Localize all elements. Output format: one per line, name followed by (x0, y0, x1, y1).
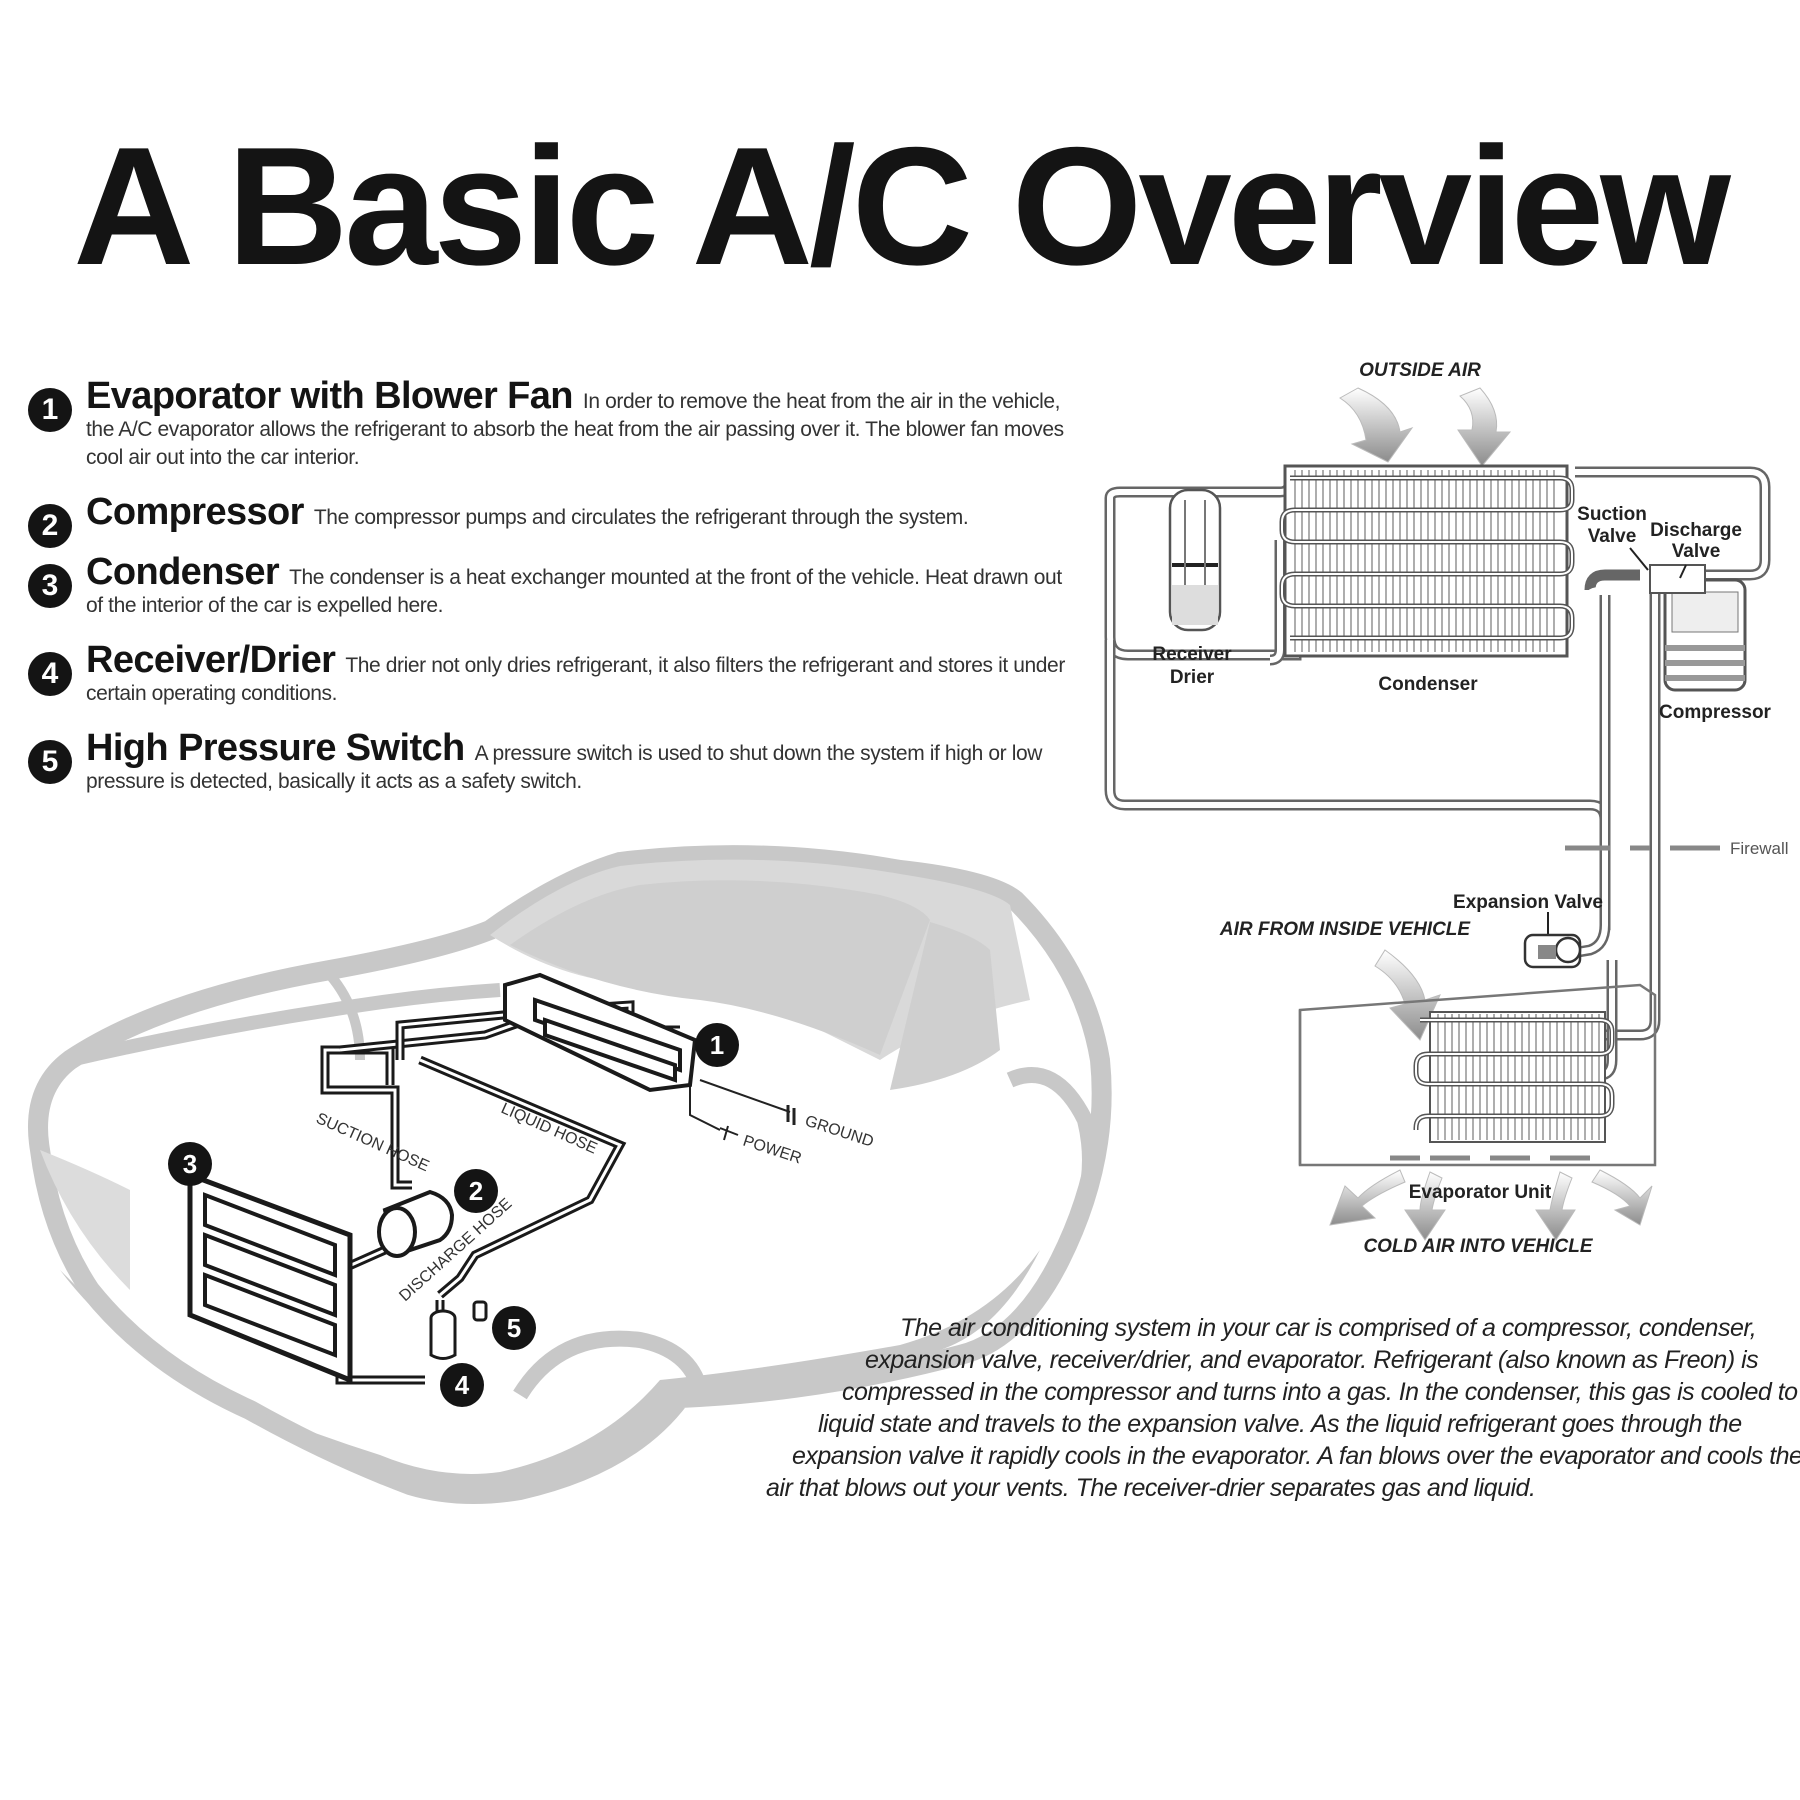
marker-number: 3 (183, 1149, 197, 1179)
paragraph-line: The air conditioning system in your car … (900, 1314, 1757, 1342)
outside-air-arrow (1457, 387, 1512, 467)
cold-air-label: COLD AIR INTO VEHICLE (1363, 1236, 1593, 1257)
paragraph-line: air that blows out your vents. The recei… (766, 1474, 1536, 1502)
item-heading: Evaporator with Blower Fan (86, 375, 574, 417)
marker-2: 2 (454, 1169, 498, 1213)
car-evaporator (503, 972, 698, 1093)
discharge-valve-label: Discharge (1650, 520, 1742, 541)
car-receiver-drier (429, 1309, 457, 1360)
cold-air-arrow (1404, 1171, 1446, 1241)
item-number-badge: 3 (28, 564, 72, 608)
cold-air-arrow (1591, 1169, 1653, 1226)
item-description: A pressure switch is used to shut down t… (86, 742, 1043, 793)
item-description: The condenser is a heat exchanger mounte… (86, 566, 1062, 617)
item-description: The drier not only dries refrigerant, it… (86, 654, 1065, 705)
suction-valve-leader (1629, 547, 1649, 571)
schematic-evaporator (1298, 983, 1657, 1167)
item-heading: Receiver/Drier (86, 639, 336, 681)
suction-valve-label: Suction (1577, 504, 1647, 525)
marker-5: 5 (492, 1306, 536, 1350)
receiver-drier-label: Receiver (1152, 644, 1232, 665)
schematic-condenser (1279, 464, 1575, 658)
receiver-drier-label: Drier (1170, 667, 1215, 688)
evaporator-unit-label: Evaporator Unit (1409, 1182, 1552, 1203)
suction-valve-label: Valve (1588, 526, 1637, 547)
item-number-badge: 5 (28, 740, 72, 784)
expansion-valve-label: Expansion Valve (1453, 892, 1603, 913)
marker-1: 1 (695, 1023, 739, 1067)
schematic-expansion-valve (1523, 933, 1582, 969)
item-heading: Condenser (86, 551, 280, 593)
paragraph-line: liquid state and travels to the expansio… (818, 1410, 1742, 1438)
paragraph-line: compressed in the compressor and turns i… (842, 1378, 1800, 1406)
marker-number: 1 (710, 1030, 724, 1060)
list-item: 2 Compressor The compressor pumps and cir… (28, 493, 1083, 548)
item-description: In order to remove the heat from the air… (86, 390, 1064, 469)
cold-air-arrow (1535, 1171, 1576, 1241)
item-text: Compressor The compressor pumps and circu… (86, 493, 1083, 532)
marker-number: 2 (469, 1176, 483, 1206)
paragraph-line: expansion valve it rapidly cools in the … (792, 1442, 1800, 1470)
discharge-valve-leader (1679, 564, 1687, 579)
item-heading: Compressor (86, 491, 304, 533)
marker-number: 4 (455, 1370, 470, 1400)
cold-air-arrow (1329, 1169, 1406, 1226)
condenser-label: Condenser (1378, 674, 1478, 695)
marker-3: 3 (168, 1142, 212, 1186)
item-number-badge: 4 (28, 652, 72, 696)
page-title: A Basic A/C Overview (73, 112, 1731, 300)
item-description: The compressor pumps and circulates the … (313, 506, 969, 529)
marker-4: 4 (440, 1363, 484, 1407)
explanation-paragraph: The air conditioning system in your car … (750, 1312, 1800, 1504)
air-from-inside-label: AIR FROM INSIDE VEHICLE (1219, 919, 1472, 940)
car-pressure-switch (472, 1300, 488, 1322)
paragraph-line: expansion valve, receiver/drier, and eva… (865, 1346, 1759, 1374)
car-condenser (187, 1171, 353, 1384)
car-compressor (377, 1189, 455, 1258)
outside-air-arrow (1339, 387, 1414, 463)
firewall-label: Firewall (1730, 839, 1789, 858)
item-number-badge: 1 (28, 388, 72, 432)
outside-air-label: OUTSIDE AIR (1359, 360, 1481, 381)
item-number-badge: 2 (28, 504, 72, 548)
compressor-label: Compressor (1659, 702, 1772, 723)
discharge-valve-label: Valve (1672, 541, 1721, 562)
marker-number: 5 (507, 1313, 521, 1343)
item-heading: High Pressure Switch (86, 727, 465, 769)
schematic-receiver-drier (1168, 488, 1222, 632)
schematic-compressor (1649, 564, 1747, 692)
